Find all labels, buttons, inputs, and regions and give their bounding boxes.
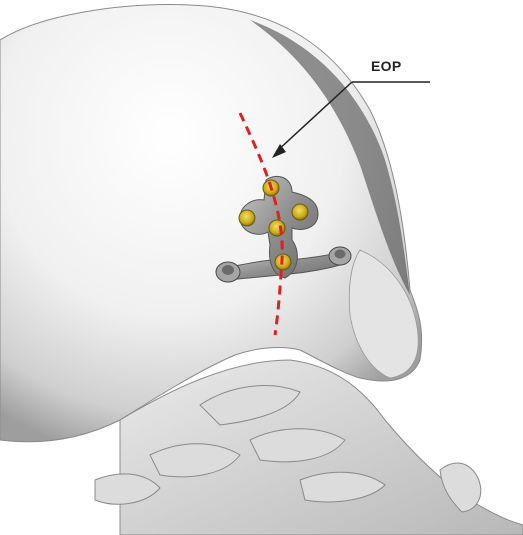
rod-connector-right [329,247,351,265]
rod-connector-left [216,262,240,282]
eop-label: EOP [371,58,401,74]
